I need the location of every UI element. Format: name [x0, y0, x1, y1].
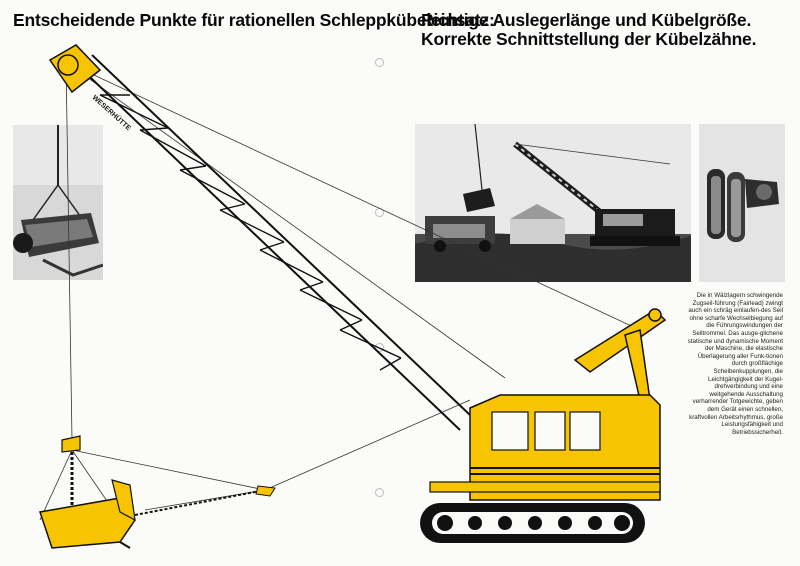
fairlead-photo [699, 124, 785, 282]
boom [69, 54, 471, 431]
heading-right: Richtige Auslegerlänge und Kübelgröße. K… [421, 11, 800, 49]
heading-right-text: Richtige Auslegerlänge und Kübelgröße. K… [421, 10, 757, 49]
caption-text: Die in Wälzlagern schwingende Zugseil-fü… [687, 292, 783, 436]
drag-hitch [255, 485, 276, 497]
punch-hole [375, 488, 384, 497]
heading-left-text: Entscheidende Punkte für rationellen Sch… [13, 10, 495, 30]
cab [429, 394, 661, 501]
hoist-block [61, 435, 81, 453]
gantry [573, 308, 667, 401]
site-photo [415, 124, 691, 282]
bucket-photo [13, 125, 103, 280]
heading-left: Entscheidende Punkte für rationellen Sch… [13, 11, 495, 30]
sheave [57, 54, 79, 76]
crawler-tracks [420, 503, 645, 543]
drag-chain [134, 489, 266, 516]
drag-bucket [39, 479, 136, 549]
punch-hole [375, 58, 384, 67]
